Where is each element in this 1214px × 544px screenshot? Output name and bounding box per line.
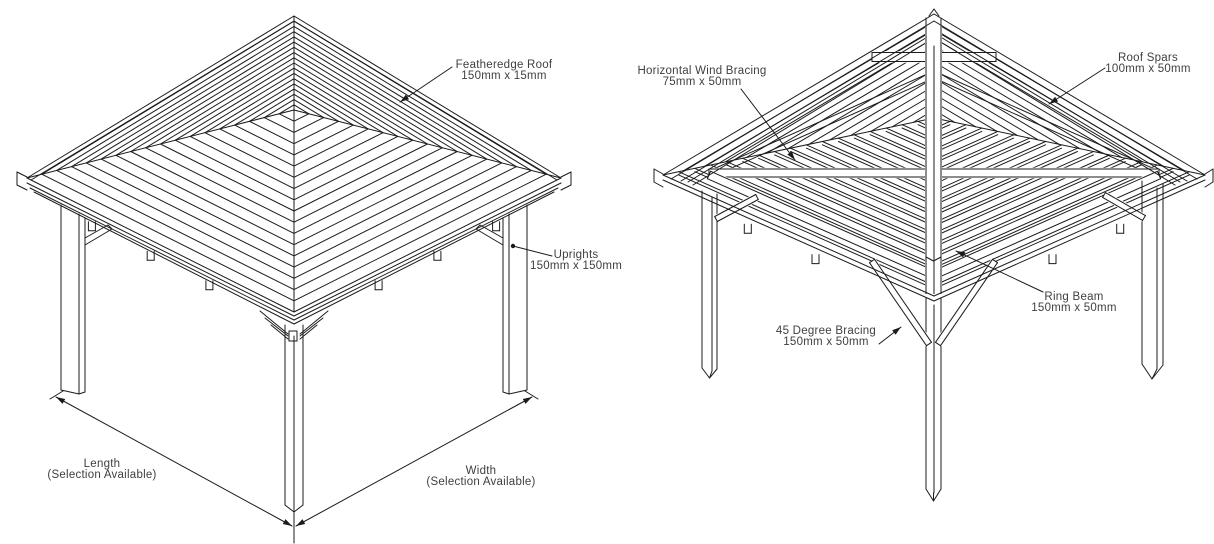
label-title: 45 Degree Bracing bbox=[775, 325, 877, 337]
label-size: 150mm x 150mm bbox=[529, 260, 623, 272]
label-size: 100mm x 50mm bbox=[1105, 63, 1191, 75]
label-title: Ring Beam bbox=[1044, 291, 1104, 303]
label-size: 75mm x 50mm bbox=[662, 76, 742, 88]
label-width-dimension: Width (Selection Available) bbox=[426, 465, 536, 488]
label-title: Horizontal Wind Bracing bbox=[637, 65, 767, 77]
label-uprights: Uprights 150mm x 150mm bbox=[529, 249, 623, 272]
label-size: (Selection Available) bbox=[47, 469, 157, 481]
label-title: Width bbox=[465, 465, 497, 477]
left-gazebo-covered-drawing bbox=[16, 15, 572, 544]
right-gazebo-frame-drawing bbox=[653, 8, 1214, 502]
label-size: 150mm x 15mm bbox=[461, 70, 547, 82]
label-horizontal-wind-bracing: Horizontal Wind Bracing 75mm x 50mm bbox=[637, 65, 767, 88]
label-size: 150mm x 50mm bbox=[783, 336, 869, 348]
label-45-degree-bracing: 45 Degree Bracing 150mm x 50mm bbox=[775, 325, 877, 348]
label-length-dimension: Length (Selection Available) bbox=[47, 458, 157, 481]
label-featheredge-roof: Featheredge Roof 150mm x 15mm bbox=[455, 59, 553, 82]
label-title: Length bbox=[83, 458, 121, 470]
label-size: (Selection Available) bbox=[426, 476, 536, 488]
label-roof-spars: Roof Spars 100mm x 50mm bbox=[1105, 52, 1191, 75]
label-title: Featheredge Roof bbox=[455, 59, 553, 71]
label-size: 150mm x 50mm bbox=[1031, 302, 1117, 314]
label-ring-beam: Ring Beam 150mm x 50mm bbox=[1031, 291, 1117, 314]
label-title: Roof Spars bbox=[1117, 52, 1179, 64]
label-title: Uprights bbox=[553, 249, 599, 261]
